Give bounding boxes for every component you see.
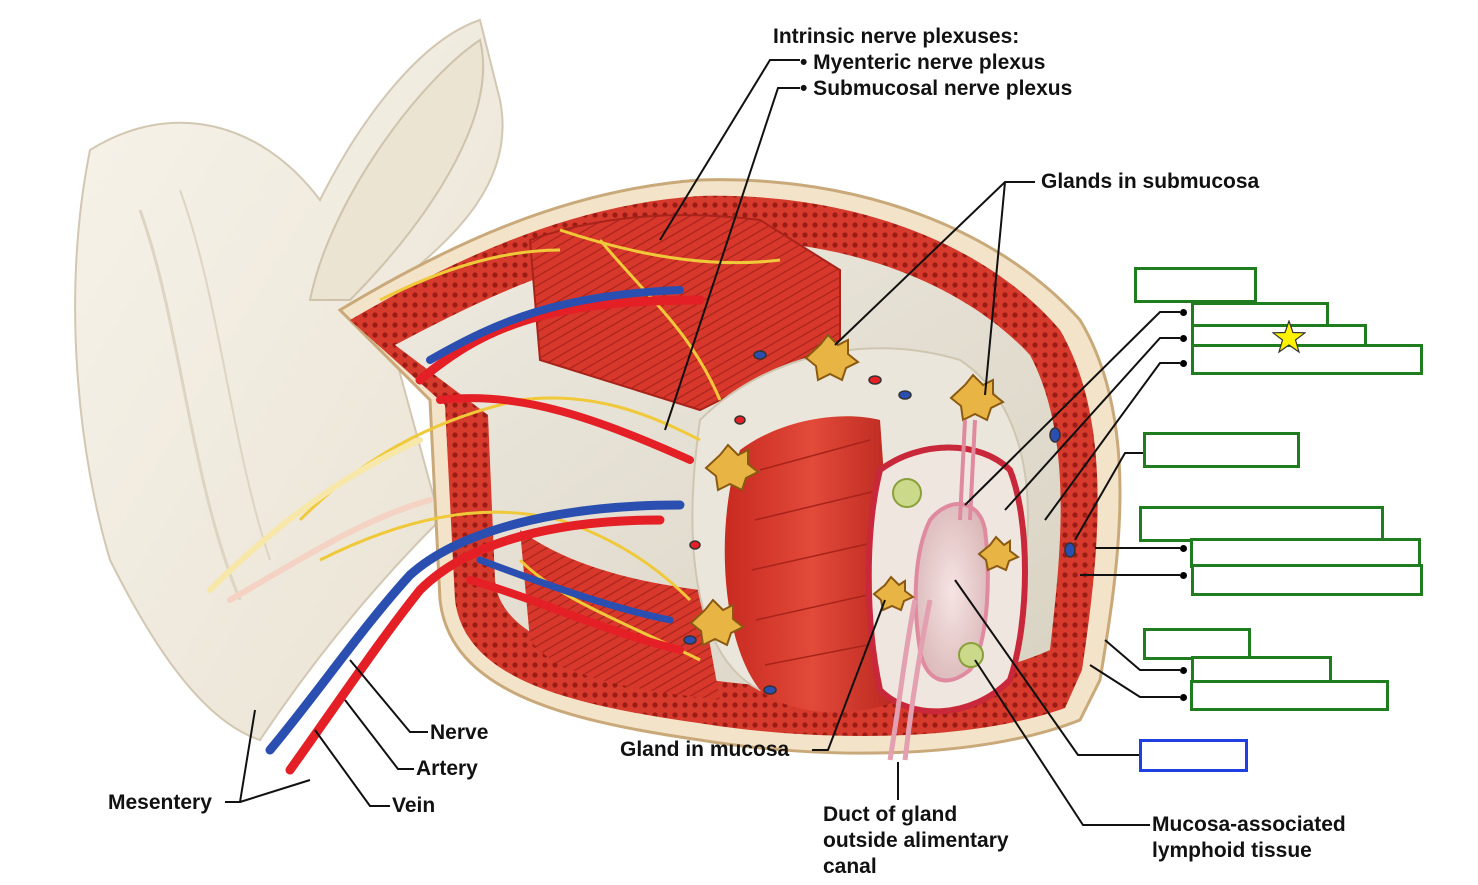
gland [977, 535, 1020, 572]
artery-vessel [436, 394, 694, 464]
leader-nerve [349, 659, 428, 733]
label-malt-line2: lymphoid tissue [1152, 839, 1312, 862]
bullet-dot [1180, 694, 1187, 701]
label-artery: Artery [416, 757, 478, 780]
star-icon [1272, 320, 1306, 354]
leader-submucosa [1074, 452, 1145, 541]
label-malt-line1: Mucosa-associated [1152, 813, 1346, 836]
leader-gland-mucosa [812, 599, 886, 751]
bullet-dot [1180, 667, 1187, 674]
leader-artery [344, 699, 414, 770]
leader-serosa-1 [1104, 639, 1180, 671]
artery-vessel [285, 515, 665, 775]
gland [804, 333, 860, 382]
nerve-fiber [379, 248, 561, 302]
label-duct-line1: Duct of gland [823, 803, 958, 826]
bullet-dot [1180, 360, 1187, 367]
nerve-fiber [559, 228, 781, 265]
mesentery-fold [308, 38, 485, 301]
gland [949, 373, 1005, 422]
answer-box-mucosa-3[interactable] [1191, 344, 1423, 375]
answer-box-muscularis-heading[interactable] [1139, 506, 1384, 542]
bullet-dot [1180, 335, 1187, 342]
nerve-vessel [207, 437, 423, 593]
lymphoid-nodule [892, 478, 922, 508]
leader-right-2 [1004, 337, 1180, 511]
duct-outside [887, 599, 933, 761]
leader-myenteric [659, 59, 800, 241]
lymphoid-nodule [958, 642, 984, 668]
lumen [913, 502, 990, 683]
plexus-title: Intrinsic nerve plexuses: [773, 25, 1020, 48]
leader-vein [314, 729, 390, 807]
vein-vessel [476, 556, 674, 624]
label-duct-line2: outside alimentary [823, 829, 1009, 852]
nerve-vessel [227, 497, 433, 603]
label-gland-mucosa: Gland in mucosa [620, 738, 790, 761]
bullet-dot [1180, 545, 1187, 552]
leader-right-1 [964, 311, 1180, 506]
answer-box-muscularis-1[interactable] [1190, 538, 1421, 568]
nerve-fiber [598, 239, 722, 401]
leader-right-3 [1044, 362, 1180, 521]
vein-vessel [265, 500, 685, 755]
label-nerve: Nerve [430, 721, 489, 744]
answer-box-mucosa-heading[interactable] [1134, 267, 1257, 303]
circular-muscle-top [528, 214, 841, 412]
duct [958, 419, 977, 521]
label-mesentery: Mesentery [108, 791, 212, 814]
leader-mesentery [225, 709, 311, 803]
answer-box-serosa-2[interactable] [1190, 680, 1389, 711]
leader-serosa-2 [1089, 664, 1180, 698]
mucosa-muscle-cylinder [724, 416, 900, 713]
label-glands-submucosa: Glands in submucosa [1041, 170, 1260, 193]
leader-lumen [954, 579, 1140, 756]
answer-box-muscularis-2[interactable] [1191, 564, 1423, 596]
label-vein: Vein [392, 794, 436, 817]
artery-vessel [466, 576, 684, 654]
leader-malt [974, 659, 1150, 826]
plexus-item-submucosal: • Submucosal nerve plexus [800, 77, 1073, 100]
circular-muscle-bottom [520, 530, 720, 700]
bullet-dot [1180, 309, 1187, 316]
leader-glands-submucosa [834, 181, 1035, 396]
artery-vessel [415, 295, 705, 385]
plexus-item-myenteric: • Myenteric nerve plexus [800, 51, 1046, 74]
vein-vessel [426, 286, 684, 364]
gland [704, 443, 760, 492]
bullet-dot [1180, 572, 1187, 579]
gland [689, 598, 745, 647]
answer-box-submucosa[interactable] [1143, 432, 1300, 468]
leader-submucosal [664, 87, 800, 431]
answer-box-lumen[interactable] [1139, 739, 1248, 772]
label-duct-line3: canal [823, 855, 877, 878]
